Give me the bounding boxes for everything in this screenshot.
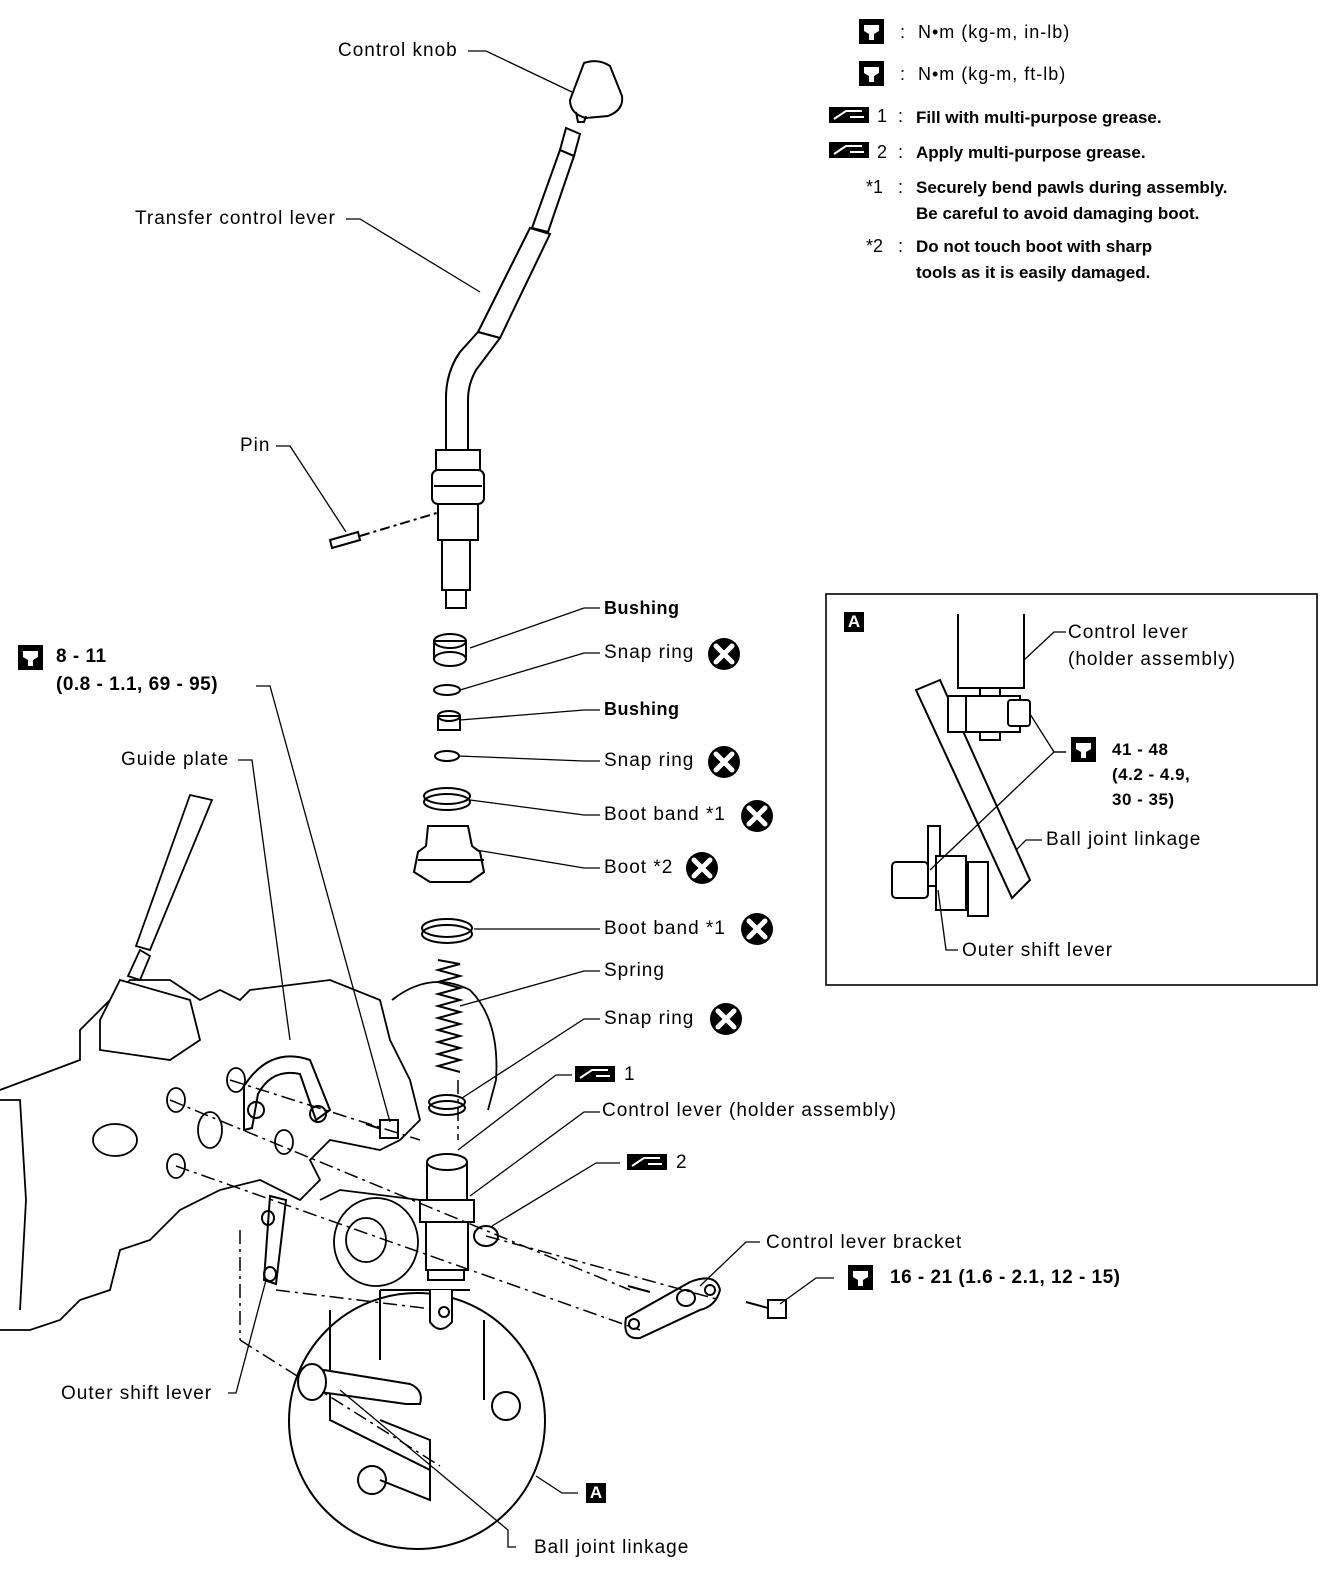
label-control-lever-bracket: Control lever bracket: [766, 1232, 963, 1253]
label-boot: Boot *2: [604, 857, 674, 878]
control-lever-holder-part: [419, 1153, 499, 1281]
inset-label-ball-joint-linkage: Ball joint linkage: [1046, 829, 1202, 850]
label-grease-point-1: 1: [624, 1064, 636, 1085]
callout-a-tag: A: [586, 1483, 606, 1503]
replace-symbol-snap-ring-1: [708, 638, 740, 670]
legend-note-1-line1: Securely bend pawls during assembly.: [916, 178, 1228, 197]
label-snap-ring-middle: Snap ring: [604, 750, 695, 771]
legend-colon: :: [898, 177, 904, 197]
bolt-bracket: [627, 1285, 787, 1319]
label-transfer-control-lever: Transfer control lever: [135, 208, 336, 229]
pin-part: [328, 511, 441, 550]
label-snap-ring-lower: Snap ring: [604, 1008, 695, 1029]
label-guide-plate-torque-line1: 8 - 11: [56, 646, 107, 667]
inset-a-drawing: [891, 614, 1032, 917]
label-bracket-torque: 16 - 21 (1.6 - 2.1, 12 - 15): [890, 1267, 1121, 1288]
label-snap-ring-upper: Snap ring: [604, 642, 695, 663]
legend-colon: :: [898, 106, 904, 126]
legend-colon: :: [900, 64, 906, 84]
label-pin: Pin: [240, 435, 271, 456]
inset-label-control-lever-line1: Control lever: [1068, 622, 1189, 643]
replace-symbol-boot-band-2: [741, 913, 773, 945]
legend-grease-2-number: 2: [877, 142, 888, 162]
detail-circle-a: [288, 1289, 546, 1550]
replace-symbol-snap-ring-2: [708, 746, 740, 778]
transfer-control-lever-part: [431, 126, 582, 609]
control-knob-part: [568, 60, 624, 123]
label-guide-plate: Guide plate: [121, 749, 230, 770]
spring-part: [434, 959, 464, 1073]
label-control-knob: Control knob: [338, 40, 458, 61]
label-boot-band-upper: Boot band *1: [604, 804, 726, 825]
label-bushing-upper: Bushing: [604, 598, 680, 618]
legend-note-2-line1: Do not touch boot with sharp: [916, 237, 1153, 256]
legend-note-2-mark: *2: [866, 236, 884, 256]
label-outer-shift-lever: Outer shift lever: [61, 1383, 213, 1404]
inset-label-control-lever-line2: (holder assembly): [1068, 649, 1236, 670]
label-control-lever-holder: Control lever (holder assembly): [602, 1100, 897, 1121]
inset-a-frame: [825, 593, 1318, 986]
legend-torque-ft-lb: N•m (kg-m, ft-lb): [918, 64, 1067, 84]
label-boot-band-lower: Boot band *1: [604, 918, 726, 939]
legend-grease-1: Fill with multi-purpose grease.: [916, 108, 1162, 127]
legend-note-1-line2: Be careful to avoid damaging boot.: [916, 204, 1200, 223]
legend-colon: :: [900, 22, 906, 42]
legend-note-2-line2: tools as it is easily damaged.: [916, 263, 1151, 282]
inset-label-outer-shift-lever: Outer shift lever: [962, 940, 1114, 961]
replace-symbol-boot: [686, 852, 718, 884]
label-bushing-lower: Bushing: [604, 699, 680, 719]
inset-torque-line2: (4.2 - 4.9,: [1112, 765, 1191, 784]
legend-note-1-mark: *1: [866, 177, 884, 197]
legend-torque-in-lb: N•m (kg-m, in-lb): [918, 22, 1071, 42]
inset-torque-line3: 30 - 35): [1112, 790, 1175, 809]
outer-shift-lever-part: [262, 1194, 288, 1286]
legend-grease-1-number: 1: [877, 106, 888, 126]
replace-symbol-snap-ring-3: [710, 1003, 742, 1035]
replace-symbol-boot-band-1: [741, 800, 773, 832]
label-ball-joint-linkage: Ball joint linkage: [534, 1537, 690, 1558]
transmission-housing: [0, 793, 498, 1331]
legend-colon: :: [898, 236, 904, 256]
label-grease-point-2: 2: [676, 1152, 688, 1173]
legend-colon: :: [898, 142, 904, 162]
label-guide-plate-torque-line2: (0.8 - 1.1, 69 - 95): [56, 674, 219, 695]
boot-part: [412, 825, 486, 883]
legend-grease-2: Apply multi-purpose grease.: [916, 143, 1146, 162]
inset-a-tag: A: [844, 612, 864, 632]
inset-torque-line1: 41 - 48: [1112, 740, 1169, 759]
label-spring: Spring: [604, 960, 665, 981]
